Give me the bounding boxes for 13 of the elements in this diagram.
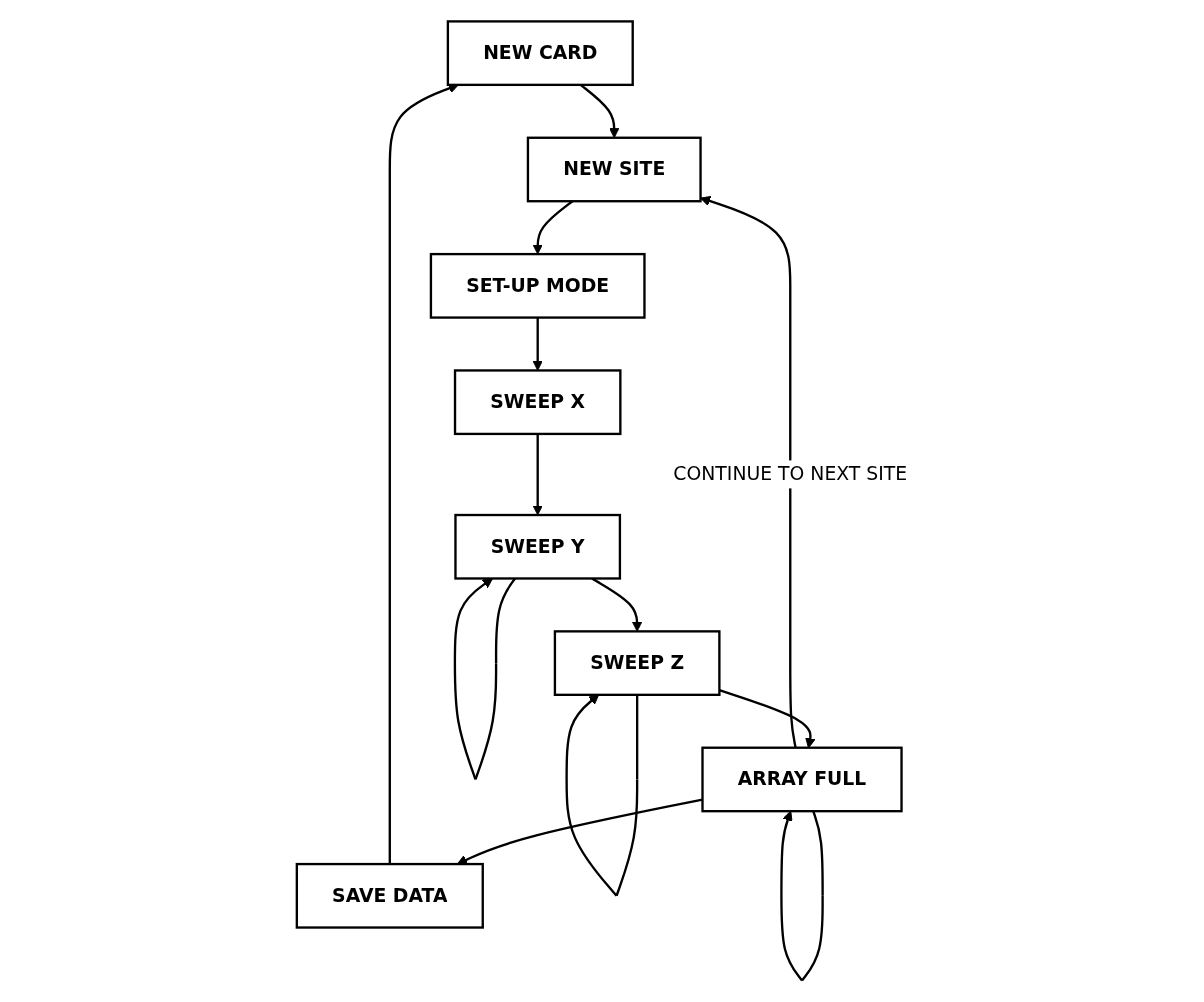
arrow xyxy=(456,798,703,865)
node-box: SWEEP Y xyxy=(454,513,622,580)
node-box: SAVE DATA xyxy=(295,862,484,929)
arrow xyxy=(700,196,797,748)
node-box: NEW CARD xyxy=(446,20,634,87)
node-box: SWEEP Z xyxy=(553,630,721,696)
arrow xyxy=(532,433,543,516)
node-box: ARRAY FULL xyxy=(701,746,903,813)
arrow xyxy=(532,317,543,371)
node-box: SET-UP MODE xyxy=(429,252,646,319)
edge-label: CONTINUE TO NEXT SITE xyxy=(673,462,908,486)
node-box: SWEEP X xyxy=(453,369,622,436)
node-box: NEW SITE xyxy=(526,136,702,203)
